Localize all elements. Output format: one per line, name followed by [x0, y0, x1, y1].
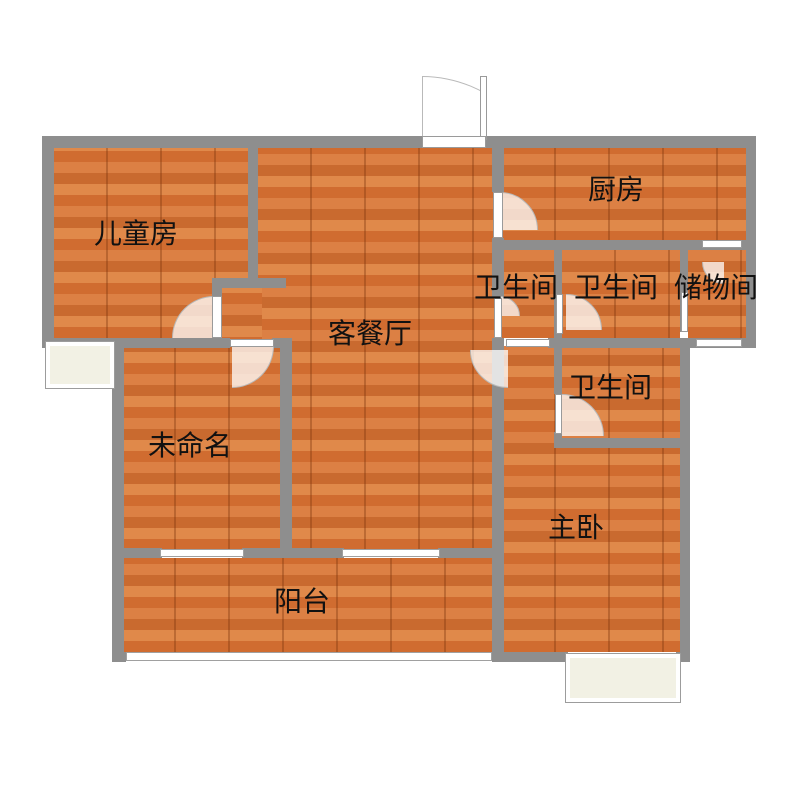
bay-window-kids-room: [45, 341, 115, 389]
wall-left-outer: [42, 136, 54, 348]
entrance-door-leaf: [480, 76, 487, 140]
master-bedroom-door-leaf: [506, 339, 550, 347]
window-living-balcony: [342, 549, 440, 557]
bay-window-master-bedroom: [565, 653, 681, 703]
wall-master-bottom-right: [676, 652, 690, 662]
label-unnamed-room: 未命名: [148, 429, 233, 462]
bathroom-3-door-leaf: [555, 394, 562, 434]
label-kitchen: 厨房: [588, 173, 645, 206]
wall-bath-row-bottom: [548, 338, 756, 348]
wall-right-outer: [746, 136, 756, 240]
label-balcony: 阳台: [274, 585, 331, 618]
wall-center-vertical-3: [492, 338, 504, 660]
wall-balcony-top-left: [112, 548, 162, 558]
label-bathroom-3: 卫生间: [568, 371, 653, 404]
kids-room-door-leaf: [212, 296, 222, 338]
kitchen-door-leaf: [493, 192, 503, 238]
wall-unnamed-left: [112, 338, 124, 660]
label-storage: 储物间: [674, 271, 759, 304]
wall-bath3-bottom: [554, 438, 688, 448]
window-balcony-bottom: [126, 652, 492, 661]
storage-door-leaf: [702, 240, 742, 248]
wall-corridor-left: [212, 278, 222, 298]
floor-balcony: [122, 558, 494, 652]
wall-unnamed-right: [280, 338, 292, 552]
storage-door-jamb: [681, 292, 688, 332]
label-bathroom-2: 卫生间: [574, 271, 659, 304]
wall-master-bottom-left: [492, 652, 568, 662]
wall-balcony-bottom: [112, 652, 126, 662]
wall-kids-right: [248, 146, 258, 282]
unnamed-door-leaf: [230, 339, 274, 347]
wall-kitchen-bottom: [492, 240, 756, 250]
wall-balcony-top-right: [438, 548, 500, 558]
wall-balcony-top-mid: [242, 548, 344, 558]
floor-master-bedroom-lower: [502, 440, 556, 652]
wall-unnamed-top: [112, 338, 230, 348]
wall-top-right: [486, 136, 756, 148]
wall-center-vertical-2: [492, 238, 504, 298]
entrance-door-threshold: [422, 136, 486, 148]
window-storage: [696, 339, 742, 347]
floor-unnamed-room: [122, 346, 280, 550]
floor-kids-room: [54, 146, 248, 338]
label-living-dining: 客餐厅: [328, 317, 413, 350]
floor-kitchen: [502, 146, 746, 242]
label-bathroom-1: 卫生间: [474, 271, 559, 304]
wall-master-right: [680, 338, 690, 660]
window-unnamed-balcony: [160, 549, 244, 557]
label-master-bedroom: 主卧: [548, 511, 605, 544]
wall-storage-right: [746, 240, 756, 348]
floor-bathroom-1: [502, 250, 554, 338]
bathroom-1-door-leaf: [494, 298, 502, 338]
label-kids-room: 儿童房: [94, 217, 179, 250]
wall-bath3-left: [554, 338, 562, 394]
bathroom-2-door-leaf: [556, 294, 563, 334]
wall-corridor-top: [212, 278, 286, 288]
wall-top-left: [42, 136, 422, 148]
wall-bath2-right: [680, 240, 688, 332]
floor-living-dining: [258, 146, 496, 550]
wall-center-vertical: [492, 146, 504, 192]
